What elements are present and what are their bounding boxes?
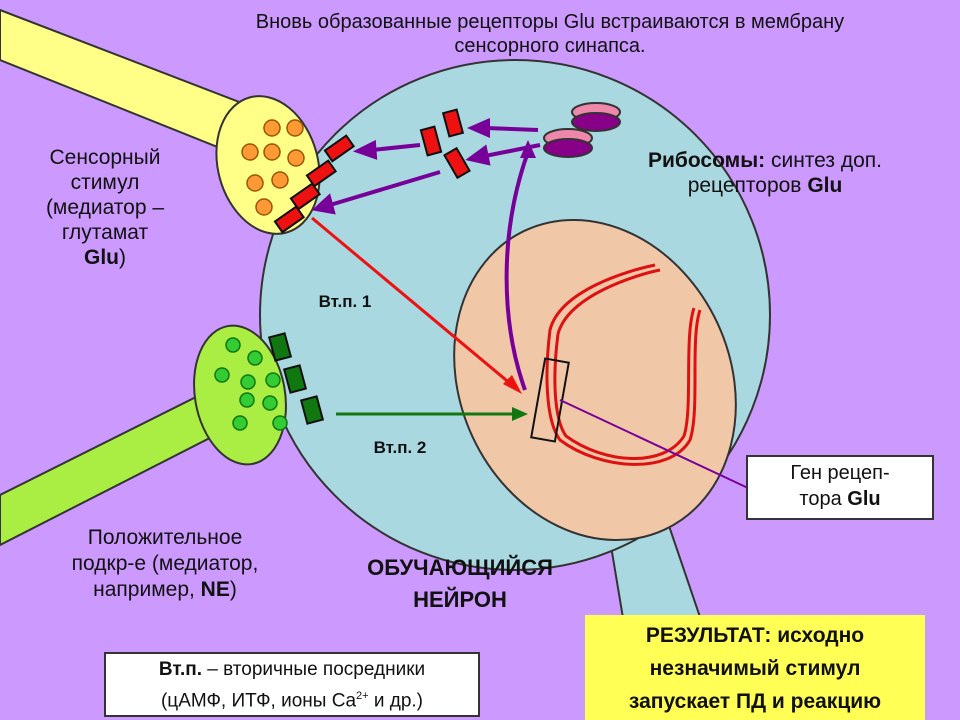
positive-terminal <box>193 324 287 466</box>
result-line1: РЕЗУЛЬТАТ: исходно <box>645 624 865 647</box>
legend-line2-pre: (цАМФ, ИТФ, ионы Ca <box>160 690 357 712</box>
neuron-line2: НЕЙРОН <box>413 587 507 612</box>
ne-vesicles <box>214 337 288 431</box>
ribosomes-glu: Glu <box>807 174 843 197</box>
glu-receptors-membrane <box>273 134 356 234</box>
ribosomes-bold: Рибосомы: <box>647 149 766 172</box>
legend-line1-rest: – вторичные посредники <box>202 659 426 680</box>
vtp1-label: Вт.п. 1 <box>318 292 372 311</box>
vtp1-arrow <box>311 216 513 387</box>
title-line2: сенсорного синапса. <box>454 35 646 57</box>
sensory-line5-end: ) <box>119 246 126 269</box>
sensory-line3: (медиатор – <box>45 196 165 219</box>
legend-sup: 2+ <box>356 690 369 702</box>
gene-pointer-line <box>559 399 749 489</box>
page-title: Вновь образованные рецепторы Glu встраив… <box>150 10 950 58</box>
title-line1: Вновь образованные рецепторы Glu встраив… <box>255 11 845 33</box>
transport-arrows <box>311 117 541 215</box>
ribosomes-line2-pre: рецепторов <box>687 174 808 197</box>
ribosomes-rest: синтез доп. <box>765 149 882 172</box>
sensory-stimulus-label: Сенсорный стимул (медиатор – глутамат Gl… <box>10 145 200 270</box>
sensory-line4: глутамат <box>61 221 149 244</box>
result-line2: незначимый стимул <box>649 657 861 680</box>
positive-line3-pre: например, <box>93 578 201 601</box>
mrna-arrow <box>504 151 530 391</box>
glutamate-vesicles <box>241 119 305 216</box>
legend-line2-end: и др.) <box>368 690 423 712</box>
positive-line1: Положительное <box>87 526 243 549</box>
gene-label-box: Ген рецеп- тора Glu <box>746 455 934 520</box>
ne-receptors <box>267 332 325 425</box>
result-box: РЕЗУЛЬТАТ: исходно незначимый стимул зап… <box>585 615 925 720</box>
vtp2-label: Вт.п. 2 <box>373 438 427 457</box>
dna-strands <box>545 263 702 466</box>
gene-line1: Ген рецеп- <box>790 462 890 484</box>
neuron-line1: ОБУЧАЮЩИЙСЯ <box>367 555 553 580</box>
vtp1-arrowhead <box>503 375 522 394</box>
result-line3: запускает ПД и реакцию <box>628 690 882 713</box>
gene-glu: Glu <box>847 488 881 510</box>
vtp2-arrowhead <box>512 407 528 421</box>
legend-bold: Вт.п. <box>158 659 202 680</box>
neuron-label: ОБУЧАЮЩИЙСЯ НЕЙРОН <box>330 552 590 616</box>
ribosomes <box>543 102 621 158</box>
gene-line2-pre: тора <box>799 488 848 510</box>
legend-box: Вт.п. – вторичные посредники (цАМФ, ИТФ,… <box>104 652 480 717</box>
glu-receptors-new <box>419 108 471 180</box>
sensory-glu: Glu <box>84 246 119 269</box>
gene-box <box>530 357 570 443</box>
positive-reinforcement-label: Положительное подкр-е (медиатор, наприме… <box>30 525 300 603</box>
positive-line3-end: ) <box>229 578 237 601</box>
sensory-line1: Сенсорный <box>49 146 161 169</box>
ribosomes-label: Рибосомы: синтез доп. рецепторов Glu <box>615 148 915 198</box>
positive-line2: подкр-е (медиатор, <box>71 552 259 575</box>
sensory-line2: стимул <box>70 171 140 194</box>
positive-ne: NE <box>200 578 230 601</box>
